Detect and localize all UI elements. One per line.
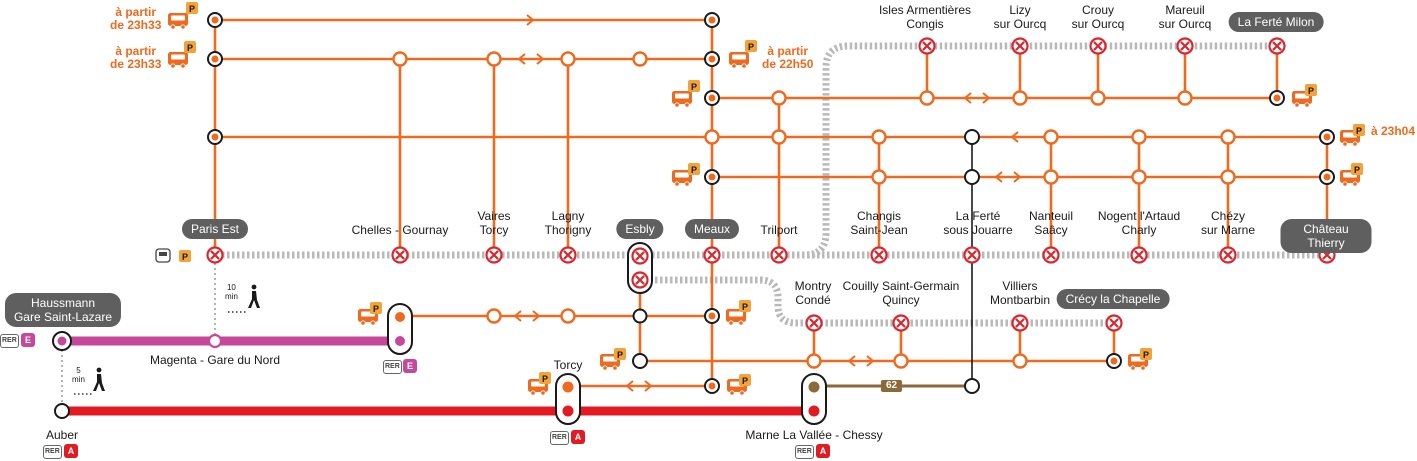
- bus-stops: [392, 51, 1236, 369]
- train-icon: [155, 248, 171, 263]
- station-la-ferte-sous-jouarre[interactable]: La Ferté sous Jouarre: [943, 209, 1013, 237]
- station-changis-saint-jean[interactable]: Changis Saint-Jean: [850, 209, 908, 237]
- rail-line-crecy: [640, 276, 1112, 327]
- walking-person-icon: [93, 284, 260, 391]
- rer-badge: RER: [550, 431, 569, 445]
- closed-station-icons: [206, 37, 1336, 332]
- service-note-2333-a: à partir de 23h33: [110, 5, 162, 32]
- rer-badge: RER: [0, 334, 19, 348]
- station-lagny-thorigny[interactable]: Lagny Thorigny: [544, 209, 592, 237]
- auber-node: [54, 403, 70, 419]
- station-torcy[interactable]: Torcy: [553, 358, 583, 372]
- walk-time-10: 10 min: [225, 283, 238, 301]
- rer-badge: RER: [383, 360, 402, 374]
- station-villiers-montbarbin[interactable]: Villiers Montbarbin: [989, 279, 1051, 307]
- station-vaires-torcy[interactable]: Vaires Torcy: [477, 209, 511, 237]
- station-isles-armentieres-congis[interactable]: Isles Armentières Congis: [878, 3, 972, 31]
- rail-lines: [212, 42, 1330, 327]
- rer-e-badge: E: [403, 359, 417, 373]
- station-la-ferte-milon[interactable]: La Ferté Milon: [1228, 12, 1324, 32]
- service-note-2250: à partir de 22h50: [762, 44, 814, 71]
- station-paris-est[interactable]: Paris Est: [181, 219, 249, 239]
- station-auber[interactable]: Auber: [45, 428, 79, 442]
- rer-e-badge: E: [21, 333, 35, 347]
- station-meaux[interactable]: Meaux: [684, 219, 740, 239]
- torcy-capsule: [555, 373, 581, 425]
- station-nogent-lartaud-charly[interactable]: Nogent l'Artaud Charly: [1097, 209, 1181, 237]
- station-marne-la-vallee-chessy[interactable]: Marne La Vallée - Chessy: [745, 428, 883, 442]
- station-trilport[interactable]: Trilport: [760, 223, 798, 237]
- rail-line-ourcq: [712, 42, 1276, 259]
- rer-a-badge: A: [571, 430, 585, 444]
- station-mareuil-sur-ourcq[interactable]: Mareuil sur Ourcq: [1158, 3, 1212, 31]
- bidirectional-arrow-icon: [513, 53, 1022, 392]
- station-magenta-gare-du-nord[interactable]: Magenta - Gare du Nord: [149, 353, 281, 367]
- station-crecy-la-chapelle[interactable]: Crécy la Chapelle: [1056, 289, 1170, 309]
- service-note-2333-b: à partir de 23h33: [110, 44, 162, 71]
- station-haussmann-gare-saint-lazare[interactable]: Haussmann Gare Saint-Lazare: [4, 293, 122, 327]
- station-chezy-sur-marne[interactable]: Chézy sur Marne: [1200, 209, 1256, 237]
- chessy-capsule: [801, 373, 827, 425]
- station-nanteuil-saacy[interactable]: Nanteuil Saâcy: [1028, 209, 1074, 237]
- direction-arrow-icon: [526, 14, 535, 26]
- magenta-node: [207, 333, 223, 349]
- rer-badge: RER: [795, 445, 814, 459]
- rer-a-badge: A: [64, 444, 78, 458]
- station-couilly-saint-germain-quincy[interactable]: Couilly Saint-Germain Quincy: [842, 279, 960, 307]
- station-esbly[interactable]: Esbly: [616, 219, 664, 239]
- service-note-2304: à 23h04: [1371, 124, 1416, 138]
- station-chateau-thierry[interactable]: Château Thierry: [1280, 219, 1372, 253]
- walk-time-5: 5 min: [72, 366, 85, 384]
- rer-a-badge: A: [816, 444, 830, 458]
- bus-lines: [213, 18, 1329, 388]
- bus-line-62-badge: 62: [881, 380, 903, 392]
- rer-e-capsule: [387, 303, 413, 355]
- station-chelles-gournay[interactable]: Chelles - Gournay: [351, 223, 449, 237]
- station-crouy-sur-ourcq[interactable]: Crouy sur Ourcq: [1071, 3, 1125, 31]
- interchange-nodes: [632, 129, 980, 394]
- station-lizy-sur-ourcq[interactable]: Lizy sur Ourcq: [993, 3, 1047, 31]
- station-montry-conde[interactable]: Montry Condé: [794, 279, 832, 307]
- rer-badge: RER: [43, 445, 62, 459]
- bus-terminals: [207, 12, 1335, 394]
